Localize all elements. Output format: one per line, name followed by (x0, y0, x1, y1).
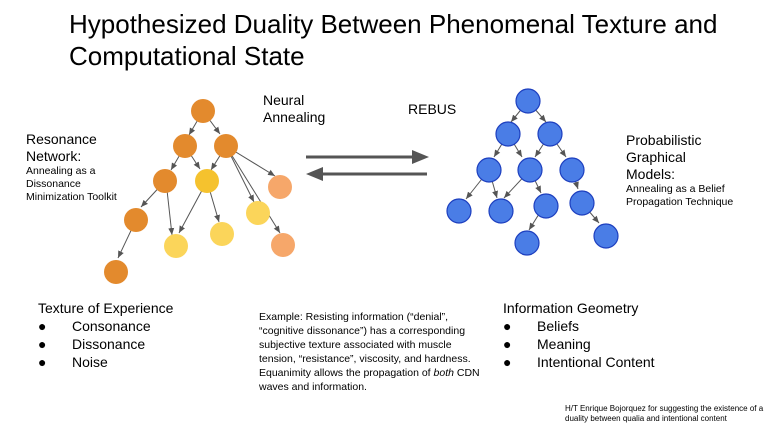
list-item: ● Consonance (38, 317, 238, 335)
network-node (495, 121, 521, 147)
bullet-icon: ● (38, 354, 47, 370)
info-geometry-heading: Information Geometry (503, 300, 639, 316)
list-item: ● Meaning (503, 335, 723, 353)
rebus-label: REBUS (408, 101, 457, 117)
example-text: Example: Resisting information (“denial”… (259, 311, 471, 379)
list-item-label: Meaning (537, 336, 591, 352)
list-item: ● Noise (38, 353, 238, 371)
network-node (537, 121, 563, 147)
graphical-models-label: Probabilistic Graphical Models: Annealin… (626, 132, 746, 209)
list-item: ● Intentional Content (503, 353, 723, 371)
bullet-icon: ● (503, 318, 512, 334)
network-node (153, 169, 177, 193)
resonance-network-label: Resonance Network: Annealing as a Disson… (26, 131, 136, 204)
network-node (446, 198, 472, 224)
slide-title: Hypothesized Duality Between Phenomenal … (69, 9, 718, 71)
example-text-end: CDN waves and information. (259, 367, 480, 393)
network-node (173, 134, 197, 158)
network-node (593, 223, 619, 249)
network-node (476, 157, 502, 183)
duality-arrows (306, 150, 429, 181)
network-node (559, 157, 585, 183)
list-item: ● Dissonance (38, 335, 238, 353)
example-italic: both (433, 367, 454, 379)
list-item-label: Noise (72, 354, 108, 370)
resonance-network-nodes (104, 99, 295, 284)
list-item: ● Beliefs (503, 317, 723, 335)
network-node (164, 234, 188, 258)
network-node (191, 99, 215, 123)
resonance-network-subtitle: Annealing as a Dissonance Minimization T… (26, 165, 117, 203)
bullet-icon: ● (503, 354, 512, 370)
network-node (246, 201, 270, 225)
resonance-network-heading: Resonance Network: (26, 131, 97, 164)
list-item-label: Dissonance (72, 336, 146, 352)
network-node (268, 175, 292, 199)
network-node (569, 190, 595, 216)
network-node (533, 193, 559, 219)
network-node (124, 208, 148, 232)
graphical-models-heading: Probabilistic Graphical Models: (626, 132, 702, 182)
information-geometry: Information Geometry ● Beliefs ● Meaning ●… (503, 299, 723, 371)
bullet-icon: ● (503, 336, 512, 352)
edge (225, 145, 281, 234)
network-node (488, 198, 514, 224)
list-item-label: Intentional Content (537, 354, 655, 370)
list-item-label: Beliefs (537, 318, 580, 334)
texture-of-experience: Texture of Experience ● Consonance ● Disso… (38, 299, 238, 371)
list-item-label: Consonance (72, 318, 151, 334)
network-node (517, 157, 543, 183)
network-node (514, 230, 540, 256)
bullet-icon: ● (38, 336, 47, 352)
example-paragraph: Example: Resisting information (“denial”… (259, 310, 487, 394)
left-arrow-head (306, 167, 323, 181)
network-node (104, 260, 128, 284)
network-node (271, 233, 295, 257)
network-node (195, 169, 219, 193)
info-geometry-list: ● Beliefs ● Meaning ● Intentional Content (503, 317, 723, 371)
neural-annealing-label: Neural Annealing (263, 92, 326, 125)
bullet-icon: ● (38, 318, 47, 334)
graphical-model-nodes (446, 88, 619, 256)
network-node (515, 88, 541, 114)
graphical-models-subtitle: Annealing as a Belief Propagation Techni… (626, 183, 734, 208)
network-node (210, 222, 234, 246)
credit-note: H/T Enrique Bojorquez for suggesting the… (565, 404, 764, 423)
network-node (214, 134, 238, 158)
right-arrow-head (412, 150, 429, 164)
texture-heading: Texture of Experience (38, 300, 174, 316)
texture-list: ● Consonance ● Dissonance ● Noise (38, 317, 238, 371)
